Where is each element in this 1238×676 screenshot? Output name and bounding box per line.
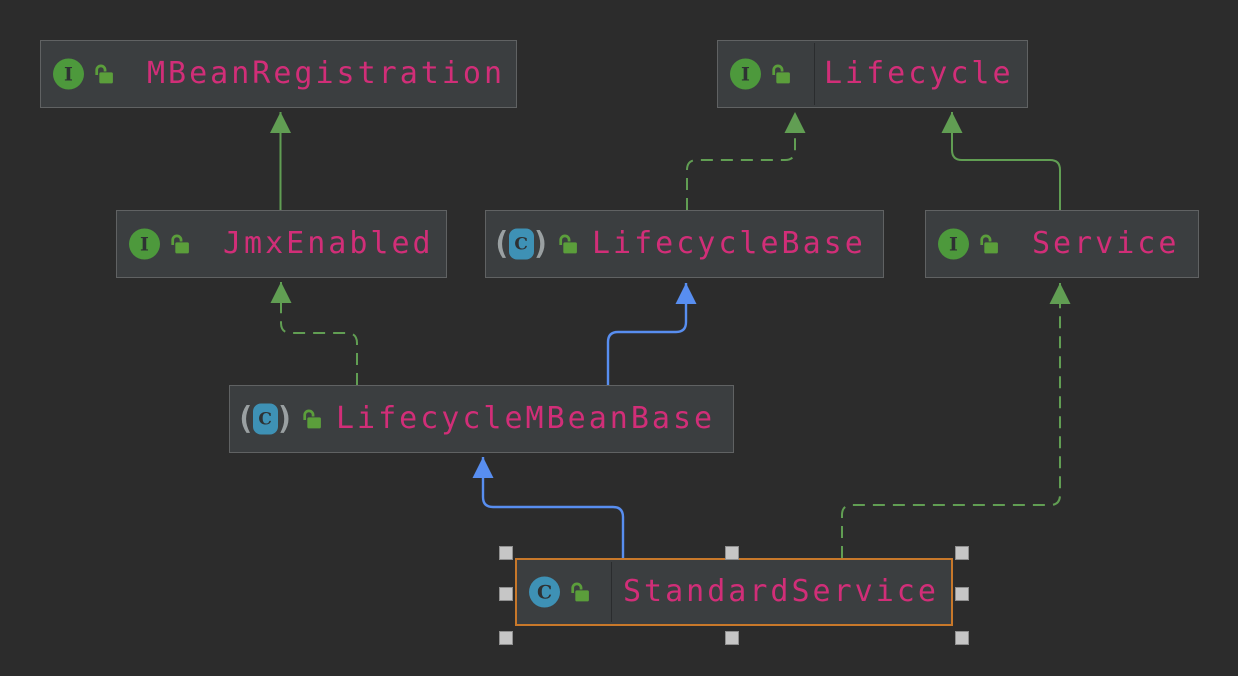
class-icon: C <box>529 576 560 608</box>
public-lock-icon <box>980 234 998 254</box>
header-divider <box>814 43 815 105</box>
node-icons: I <box>730 58 792 90</box>
selection-handle-top-right[interactable] <box>955 546 969 560</box>
class-name: JmxEnabled <box>223 225 434 261</box>
node-icons: I <box>53 58 115 90</box>
public-lock-icon <box>571 582 589 602</box>
node-icons: ( C ) <box>236 400 323 437</box>
interface-icon: I <box>938 228 969 260</box>
edge-standardservice-implements-service <box>841 283 1071 558</box>
selection-handle-bottom-left[interactable] <box>499 631 513 645</box>
abstract-class-icon: ( C ) <box>236 400 295 437</box>
public-lock-icon <box>171 234 189 254</box>
edge-lifecyclebase-implements-lifecycle <box>686 112 806 210</box>
node-icons: I <box>938 228 1000 260</box>
public-lock-icon <box>95 64 113 84</box>
edge-service-extends-lifecycle <box>941 112 1061 210</box>
class-node-lifecyclebase[interactable]: ( C ) LifecycleBase <box>485 210 884 278</box>
class-name: Service <box>1032 225 1180 261</box>
class-name: MBeanRegistration <box>147 55 506 91</box>
selection-handle-bottom-right[interactable] <box>955 631 969 645</box>
class-name: LifecycleMBeanBase <box>336 400 716 436</box>
selection-handle-top-left[interactable] <box>499 546 513 560</box>
edge-lifecyclembeanbase-implements-jmxenabled <box>270 282 358 385</box>
class-name: Lifecycle <box>824 55 1014 91</box>
node-icons: ( C ) <box>492 225 579 262</box>
node-icons: I <box>129 228 191 260</box>
class-node-lifecycle[interactable]: I Lifecycle <box>717 40 1028 108</box>
class-name: LifecycleBase <box>592 225 866 261</box>
interface-icon: I <box>53 58 84 90</box>
header-divider <box>611 562 612 622</box>
public-lock-icon <box>303 409 322 429</box>
class-node-jmxenabled[interactable]: I JmxEnabled <box>116 210 447 278</box>
class-node-mbeanregistration[interactable]: I MBeanRegistration <box>40 40 517 108</box>
edge-lifecyclembeanbase-extends-lifecyclebase <box>606 283 697 385</box>
interface-icon: I <box>129 228 160 260</box>
selection-handle-mid-left[interactable] <box>499 587 513 601</box>
selection-handle-bottom-center[interactable] <box>725 631 739 645</box>
selection-handle-top-center[interactable] <box>725 546 739 560</box>
class-node-lifecyclembeanbase[interactable]: ( C ) LifecycleMBeanBase <box>229 385 734 453</box>
abstract-class-icon: ( C ) <box>492 225 551 262</box>
interface-icon: I <box>730 58 761 90</box>
public-lock-icon <box>772 64 790 84</box>
class-name: StandardService <box>623 573 939 609</box>
class-node-standardservice[interactable]: C StandardService <box>515 558 953 626</box>
class-node-service[interactable]: I Service <box>925 210 1199 278</box>
public-lock-icon <box>559 234 578 254</box>
node-icons: C <box>529 576 591 608</box>
selection-handle-mid-right[interactable] <box>955 587 969 601</box>
edge-standardservice-extends-lifecyclembeanbase <box>472 457 625 558</box>
